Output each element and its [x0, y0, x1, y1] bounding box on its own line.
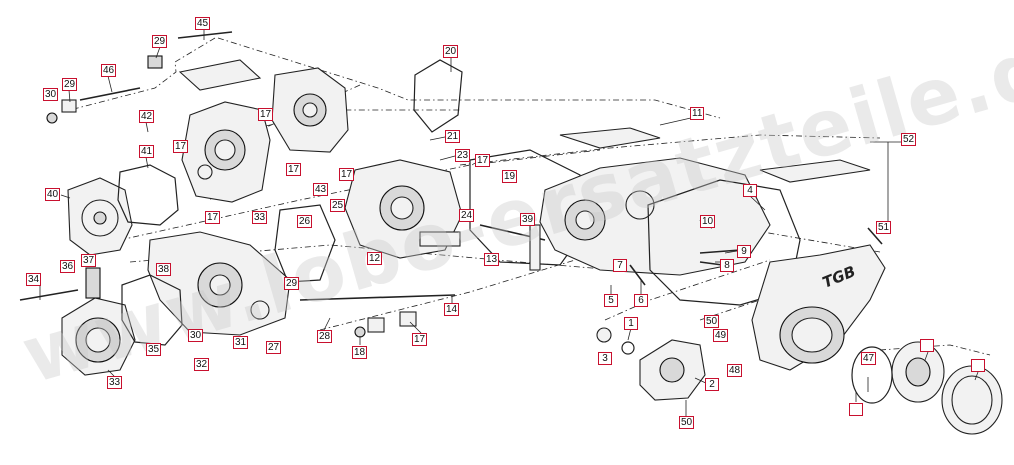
callout-29[interactable]: 29: [152, 35, 168, 48]
stator-cover: [61, 297, 136, 376]
crankcase-cover-upper: [271, 67, 349, 153]
callout-17[interactable]: 17: [286, 163, 302, 176]
callout-32[interactable]: 31: [233, 336, 249, 349]
callout-42[interactable]: 42: [139, 110, 155, 123]
callout-35[interactable]: 33: [107, 376, 123, 389]
callout-36[interactable]: 34: [26, 273, 42, 286]
callout-4[interactable]: 2: [705, 378, 719, 391]
callout-17[interactable]: 17: [205, 211, 221, 224]
leader-lines: [39, 28, 979, 416]
seal-ring: [851, 346, 893, 404]
callout-17[interactable]: 17: [475, 154, 491, 167]
callout-30[interactable]: 30: [43, 88, 59, 101]
callout-39[interactable]: 38: [156, 263, 172, 276]
air-filter-housing: [891, 341, 945, 403]
callout-28[interactable]: 14: [444, 303, 460, 316]
callout-11[interactable]: 8: [720, 259, 734, 272]
callout-29[interactable]: 17: [412, 333, 428, 346]
callout-7[interactable]: 4: [743, 184, 757, 197]
callout-34[interactable]: 35: [146, 343, 162, 356]
air-filter-cap: [941, 365, 1003, 435]
callout-45[interactable]: 45: [195, 17, 211, 30]
callout-50[interactable]: 47: [861, 352, 877, 365]
callout-19[interactable]: 19: [502, 170, 518, 183]
callout-27[interactable]: 28: [317, 330, 333, 343]
callout-6[interactable]: 3: [598, 352, 612, 365]
callout-3[interactable]: 50: [679, 416, 695, 429]
callout-1[interactable]: 52: [901, 133, 917, 146]
callout-37[interactable]: 36: [60, 260, 76, 273]
callout-25[interactable]: 29: [284, 277, 300, 290]
callout-14[interactable]: 11: [690, 107, 705, 120]
callout-20[interactable]: 20: [443, 45, 459, 58]
callout-17[interactable]: 17: [258, 108, 274, 121]
callout-30[interactable]: 18: [352, 346, 368, 359]
callout-2[interactable]: 51: [876, 221, 892, 234]
callout-29[interactable]: 29: [62, 78, 78, 91]
callout-41[interactable]: 41: [139, 145, 155, 158]
fan-housing: [639, 339, 706, 401]
callout-40[interactable]: 40: [45, 188, 61, 201]
callout-43[interactable]: 43: [313, 183, 329, 196]
callout-23[interactable]: 23: [455, 149, 471, 162]
right-crankcase-half: [344, 159, 463, 259]
callout-5[interactable]: 1: [624, 317, 638, 330]
callout-26[interactable]: 26: [297, 215, 313, 228]
small-parts: [19, 31, 883, 355]
variator-outer-cover: [751, 244, 886, 371]
callout-48[interactable]: [849, 403, 863, 416]
callout-17[interactable]: 30: [188, 329, 204, 342]
callout-49[interactable]: [920, 339, 934, 352]
callout-33[interactable]: 32: [194, 358, 210, 371]
callout-51[interactable]: 48: [727, 364, 743, 377]
callout-17[interactable]: 17: [339, 168, 355, 181]
callout-31[interactable]: 27: [266, 341, 282, 354]
callout-24[interactable]: 24: [459, 209, 475, 222]
callout-52[interactable]: 49: [713, 329, 729, 342]
gear-cover-left: [67, 177, 133, 256]
callout-38[interactable]: 37: [81, 254, 97, 267]
callout-12[interactable]: 9: [737, 245, 751, 258]
callout-13[interactable]: 10: [700, 215, 716, 228]
callout-18[interactable]: 13: [484, 253, 500, 266]
callout-17[interactable]: 12: [367, 252, 383, 265]
callout-8[interactable]: 5: [604, 294, 618, 307]
callout-47[interactable]: [971, 359, 985, 372]
callout-50[interactable]: 50: [704, 315, 720, 328]
left-crankcase-half: [181, 101, 271, 203]
variator-inner-cover: [539, 157, 771, 276]
callout-10[interactable]: 7: [613, 259, 627, 272]
callout-33[interactable]: 33: [252, 211, 268, 224]
callout-9[interactable]: 6: [634, 294, 648, 307]
callout-25[interactable]: 25: [330, 199, 346, 212]
callout-17[interactable]: 17: [173, 140, 189, 153]
callout-17[interactable]: 39: [520, 213, 536, 226]
transmission-case: [147, 231, 291, 336]
callout-46[interactable]: 46: [101, 64, 117, 77]
callout-21[interactable]: 21: [445, 130, 461, 143]
